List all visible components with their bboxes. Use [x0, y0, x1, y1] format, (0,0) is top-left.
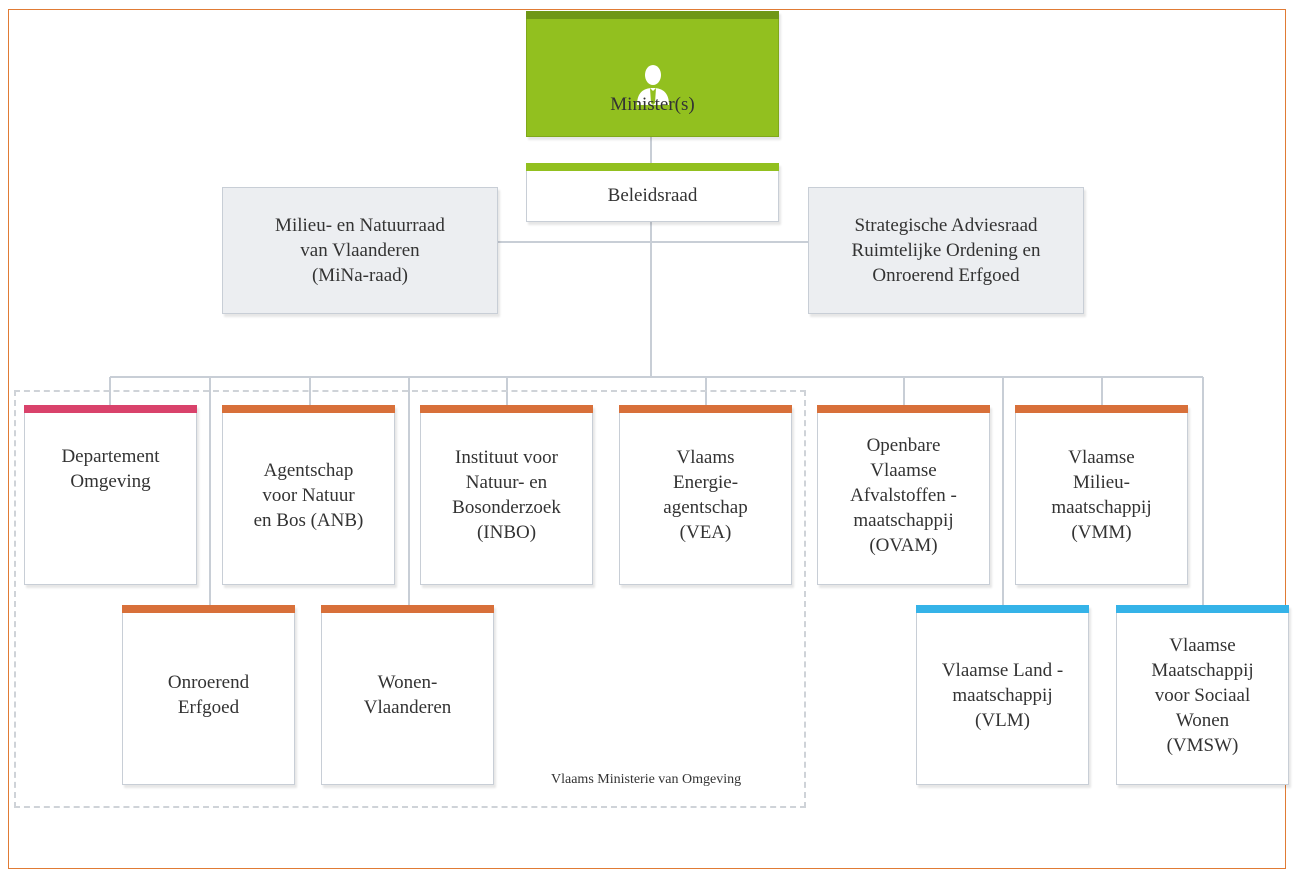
node-onroerend-erfgoed[interactable]: Onroerend Erfgoed	[122, 605, 295, 785]
node-vlm-bar	[916, 605, 1089, 613]
node-vmm[interactable]: Vlaamse Milieu- maatschappij (VMM)	[1015, 405, 1188, 585]
node-inbo-bar	[420, 405, 593, 413]
node-anb-label: Agentschap voor Natuur en Bos (ANB)	[253, 459, 364, 531]
node-beleidsraad[interactable]: Beleidsraad	[526, 163, 779, 222]
node-vmsw[interactable]: Vlaamse Maatschappij voor Sociaal Wonen …	[1116, 605, 1289, 785]
node-vea-label: Vlaams Energie- agentschap (VEA)	[663, 447, 748, 543]
node-vmsw-label: Vlaamse Maatschappij voor Sociaal Wonen …	[1151, 634, 1254, 756]
node-mina-raad[interactable]: Milieu- en Natuurraad van Vlaanderen (Mi…	[222, 187, 498, 314]
node-anb-bar	[222, 405, 395, 413]
node-strategische-adviesraad-label: Strategische Adviesraad Ruimtelijke Orde…	[851, 215, 1041, 286]
node-minister-label: Minister(s)	[610, 93, 695, 115]
node-wonen-vlaanderen-bar	[321, 605, 494, 613]
node-vea-bar	[619, 405, 792, 413]
person-icon	[633, 38, 673, 105]
node-departement-omgeving-bar	[24, 405, 197, 413]
node-vmm-label: Vlaamse Milieu- maatschappij (VMM)	[1051, 447, 1152, 543]
node-departement-omgeving-label: Departement Omgeving	[61, 446, 160, 492]
node-vlm-label: Vlaamse Land - maatschappij (VLM)	[941, 659, 1064, 731]
node-minister[interactable]: Minister(s)	[526, 11, 779, 137]
node-anb[interactable]: Agentschap voor Natuur en Bos (ANB)	[222, 405, 395, 585]
node-minister-bar	[526, 11, 779, 19]
node-wonen-vlaanderen-label: Wonen- Vlaanderen	[363, 672, 452, 718]
node-onroerend-erfgoed-bar	[122, 605, 295, 613]
node-onroerend-erfgoed-label: Onroerend Erfgoed	[167, 672, 250, 718]
ministry-group-label: Vlaams Ministerie van Omgeving	[551, 772, 742, 787]
node-beleidsraad-label: Beleidsraad	[607, 185, 698, 206]
node-ovam-label: Openbare Vlaamse Afvalstoffen - maatscha…	[850, 434, 957, 556]
node-vmm-bar	[1015, 405, 1188, 413]
node-strategische-adviesraad[interactable]: Strategische Adviesraad Ruimtelijke Orde…	[808, 187, 1084, 314]
node-vlm[interactable]: Vlaamse Land - maatschappij (VLM)	[916, 605, 1089, 785]
node-inbo[interactable]: Instituut voor Natuur- en Bosonderzoek (…	[420, 405, 593, 585]
node-ovam[interactable]: Openbare Vlaamse Afvalstoffen - maatscha…	[817, 405, 990, 585]
node-wonen-vlaanderen[interactable]: Wonen- Vlaanderen	[321, 605, 494, 785]
node-vmsw-bar	[1116, 605, 1289, 613]
ministry-group-border	[14, 390, 806, 808]
node-ovam-bar	[817, 405, 990, 413]
node-departement-omgeving[interactable]: Departement Omgeving	[24, 405, 197, 585]
node-mina-raad-label: Milieu- en Natuurraad van Vlaanderen (Mi…	[275, 215, 445, 286]
node-inbo-label: Instituut voor Natuur- en Bosonderzoek (…	[452, 447, 561, 543]
node-vea[interactable]: Vlaams Energie- agentschap (VEA)	[619, 405, 792, 585]
node-beleidsraad-bar	[526, 163, 779, 171]
